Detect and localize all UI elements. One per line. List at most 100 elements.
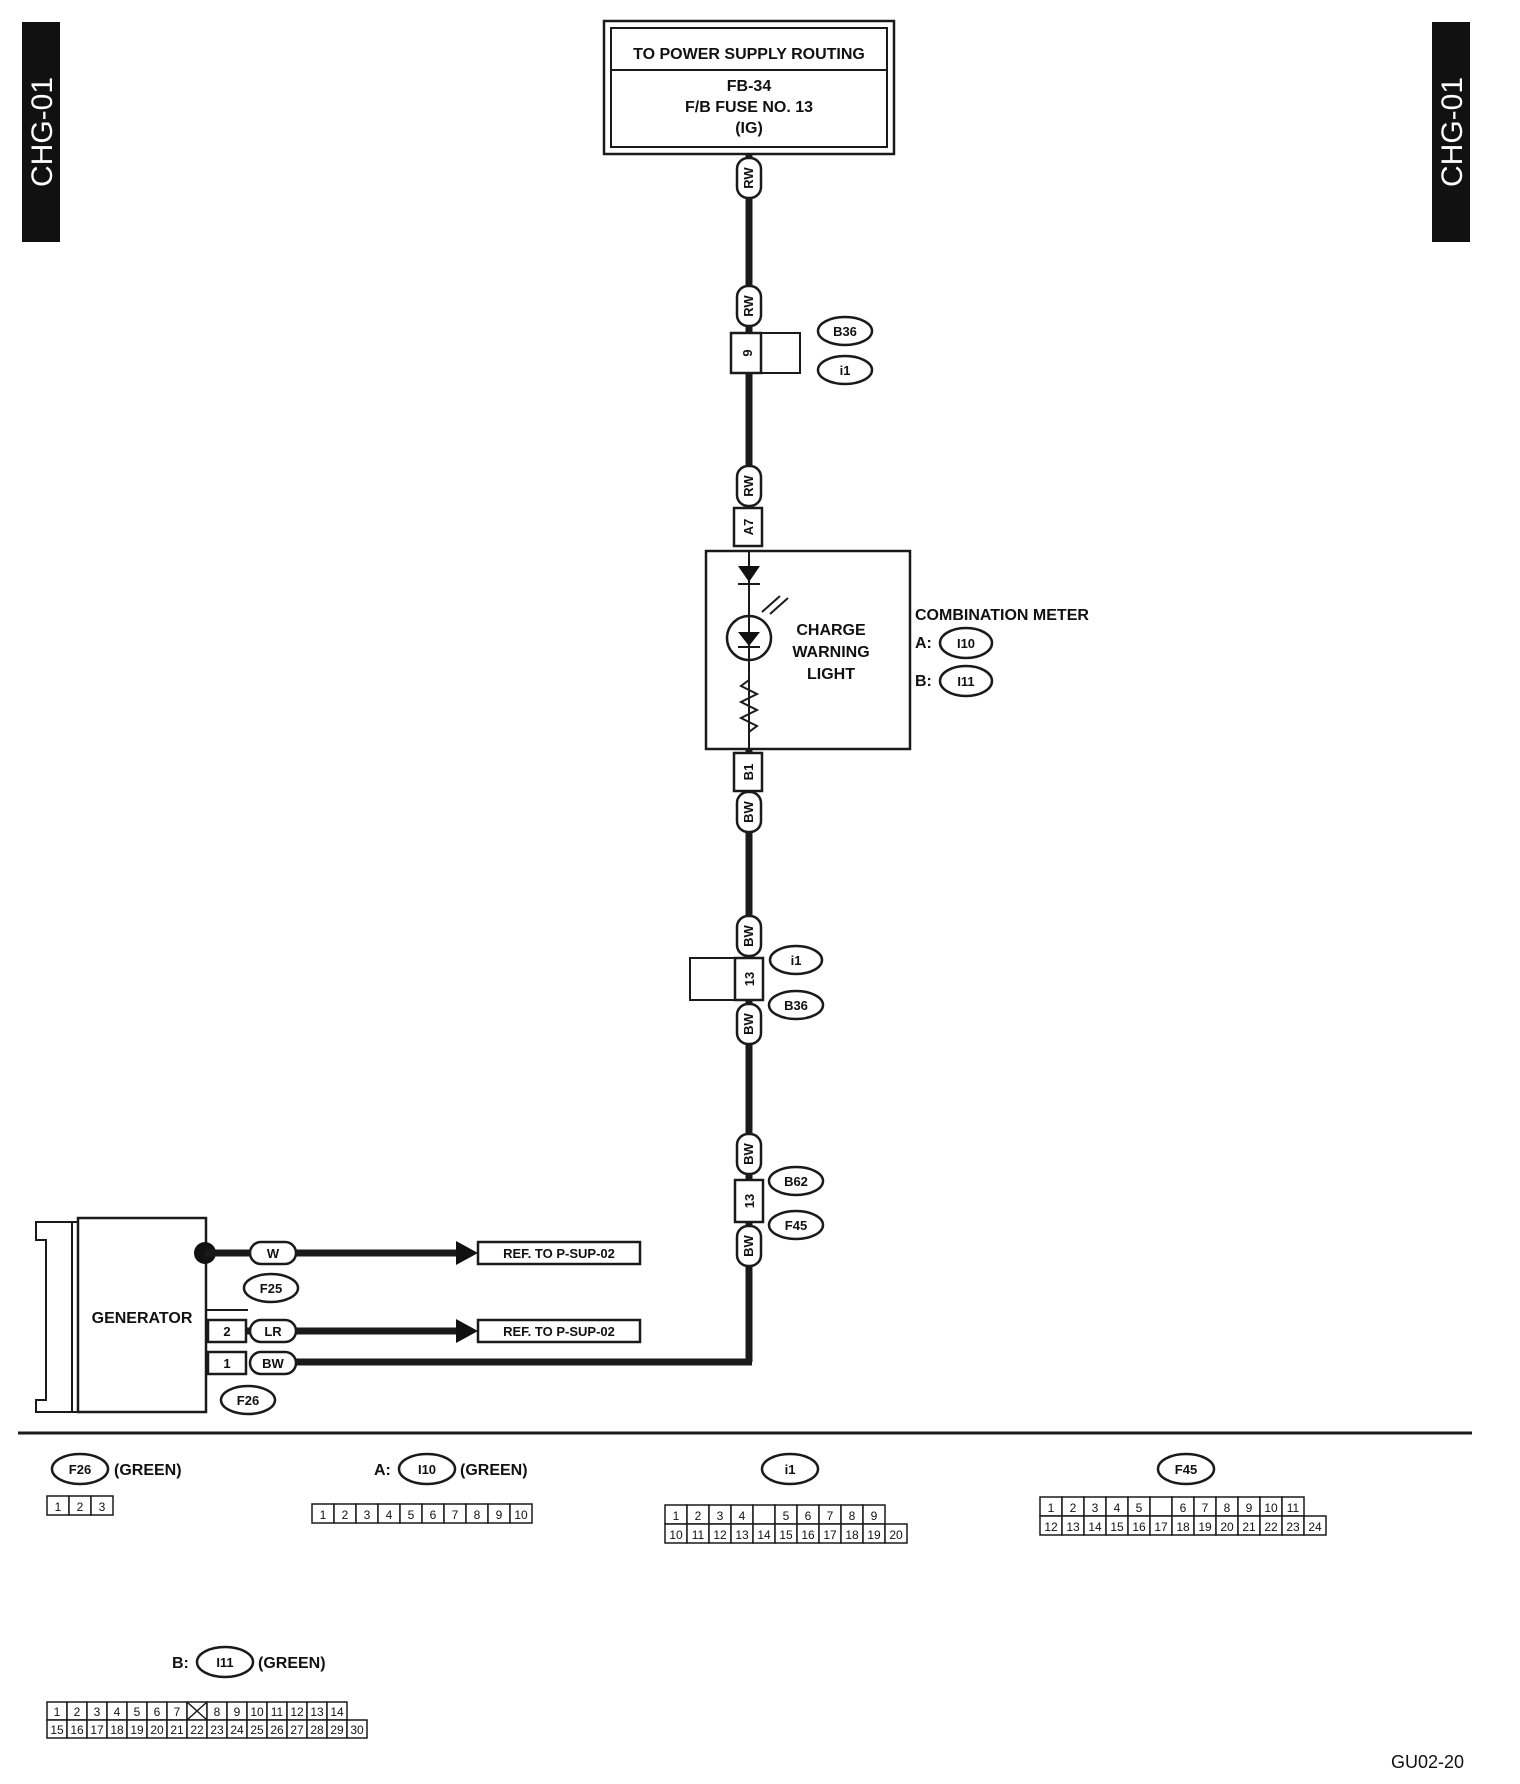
svg-text:(GREEN): (GREEN) xyxy=(460,1462,528,1479)
svg-text:A:: A: xyxy=(374,1462,391,1479)
connector-b36-pin-9: 9 B36 i1 xyxy=(729,315,874,386)
pin-number: 1 xyxy=(54,1705,61,1719)
power-box-line1: FB-34 xyxy=(727,78,772,95)
pin-number: 14 xyxy=(330,1705,344,1719)
pin-number: 3 xyxy=(364,1508,371,1522)
right-tab-label: CHG-01 xyxy=(1436,77,1469,187)
pin-number: 18 xyxy=(110,1723,124,1737)
meter-pin-a7: A7 xyxy=(732,506,764,548)
svg-text:9: 9 xyxy=(740,349,755,356)
svg-text:B:: B: xyxy=(172,1655,189,1672)
pin-number: 2 xyxy=(77,1500,84,1514)
pin-number: 19 xyxy=(130,1723,144,1737)
pin-cell xyxy=(1149,1496,1173,1517)
pin-number: 20 xyxy=(1220,1520,1234,1534)
svg-text:F26: F26 xyxy=(69,1462,91,1477)
pin-number: 30 xyxy=(350,1723,364,1737)
svg-text:I10: I10 xyxy=(418,1462,436,1477)
svg-text:LR: LR xyxy=(264,1324,282,1339)
power-box-header: TO POWER SUPPLY ROUTING xyxy=(633,46,865,63)
pin-number: 17 xyxy=(823,1528,837,1542)
pin-number: 3 xyxy=(94,1705,101,1719)
pin-number: 4 xyxy=(739,1509,746,1523)
pin-number: 19 xyxy=(1198,1520,1212,1534)
pin-number: 14 xyxy=(757,1528,771,1542)
pin-number: 29 xyxy=(330,1723,344,1737)
pin-number: 15 xyxy=(779,1528,793,1542)
left-section-tab: CHG-01 xyxy=(22,22,60,242)
pin-number: 9 xyxy=(871,1509,878,1523)
pin-number: 27 xyxy=(290,1723,304,1737)
pin-cell xyxy=(346,1719,368,1739)
pin-number: 12 xyxy=(1044,1520,1058,1534)
pin-number: 8 xyxy=(1224,1501,1231,1515)
pin-number: 23 xyxy=(210,1723,224,1737)
wire-label-rw-2: RW xyxy=(735,284,763,328)
svg-text:13: 13 xyxy=(742,972,757,986)
main-wire xyxy=(275,154,753,1366)
wire-label-rw-1: RW xyxy=(735,156,763,200)
svg-text:REF. TO P-SUP-02: REF. TO P-SUP-02 xyxy=(503,1246,615,1261)
meter-conn-a: I10 xyxy=(957,636,975,651)
pin-number: 23 xyxy=(1286,1520,1300,1534)
svg-text:BW: BW xyxy=(741,1234,756,1256)
pin-number: 13 xyxy=(1066,1520,1080,1534)
pin-number: 24 xyxy=(230,1723,244,1737)
pin-cell xyxy=(90,1495,114,1516)
pin-number: 1 xyxy=(320,1508,327,1522)
conn-ref-f25: F25 xyxy=(242,1272,300,1304)
pin-number: 5 xyxy=(783,1509,790,1523)
pin-number: 2 xyxy=(342,1508,349,1522)
right-section-tab: CHG-01 xyxy=(1432,22,1470,242)
svg-text:BW: BW xyxy=(741,1142,756,1164)
generator-label: GENERATOR xyxy=(92,1310,193,1327)
pin-number: 28 xyxy=(310,1723,324,1737)
pin-number: 9 xyxy=(234,1705,241,1719)
svg-text:REF. TO P-SUP-02: REF. TO P-SUP-02 xyxy=(503,1324,615,1339)
generator-pin-2: 2 xyxy=(223,1324,230,1339)
pin-number: 18 xyxy=(1176,1520,1190,1534)
combination-meter: CHARGE WARNING LIGHT xyxy=(704,549,912,751)
pin-number: 5 xyxy=(1136,1501,1143,1515)
pin-number: 10 xyxy=(250,1705,264,1719)
svg-text:B:: B: xyxy=(915,673,932,690)
pin-number: 10 xyxy=(1264,1501,1278,1515)
conn-ref-b62: B62 xyxy=(784,1174,808,1189)
wire-label-bw-1: BW xyxy=(735,790,763,834)
pin-number: 16 xyxy=(1132,1520,1146,1534)
pin-number: 7 xyxy=(174,1705,181,1719)
pin-number: 9 xyxy=(1246,1501,1253,1515)
pin-cell xyxy=(1303,1515,1327,1536)
conn-ref-b36-top: B36 xyxy=(833,324,857,339)
pin-number: 2 xyxy=(695,1509,702,1523)
power-supply-box: TO POWER SUPPLY ROUTING FB-34 F/B FUSE N… xyxy=(602,19,896,156)
pin-number: 2 xyxy=(1070,1501,1077,1515)
meter-pin-b1: B1 xyxy=(732,751,764,793)
svg-text:i1: i1 xyxy=(785,1462,796,1477)
wire-label-rw-3: RW xyxy=(735,464,763,508)
pin-number: 1 xyxy=(55,1500,62,1514)
conn-ref-b36-mid: B36 xyxy=(784,998,808,1013)
pin-number: 14 xyxy=(1088,1520,1102,1534)
pin-number: 7 xyxy=(1202,1501,1209,1515)
pin-number: 12 xyxy=(290,1705,304,1719)
pin-number: 6 xyxy=(154,1705,161,1719)
ref-box-1: REF. TO P-SUP-02 xyxy=(476,1240,642,1266)
blocked-pin-mark xyxy=(186,1701,208,1721)
pin-number: 16 xyxy=(70,1723,84,1737)
pin-cell xyxy=(752,1504,776,1525)
svg-text:F25: F25 xyxy=(260,1281,282,1296)
meter-conn-b: I11 xyxy=(957,674,974,689)
pin-number: 13 xyxy=(735,1528,749,1542)
pin-number: 10 xyxy=(669,1528,683,1542)
pin-number: 1 xyxy=(1048,1501,1055,1515)
pin-number: 8 xyxy=(214,1705,221,1719)
pin-number: 15 xyxy=(50,1723,64,1737)
pin-number: 9 xyxy=(496,1508,503,1522)
pin-number: 22 xyxy=(1264,1520,1278,1534)
left-tab-label: CHG-01 xyxy=(26,77,59,187)
pin-number: 8 xyxy=(849,1509,856,1523)
